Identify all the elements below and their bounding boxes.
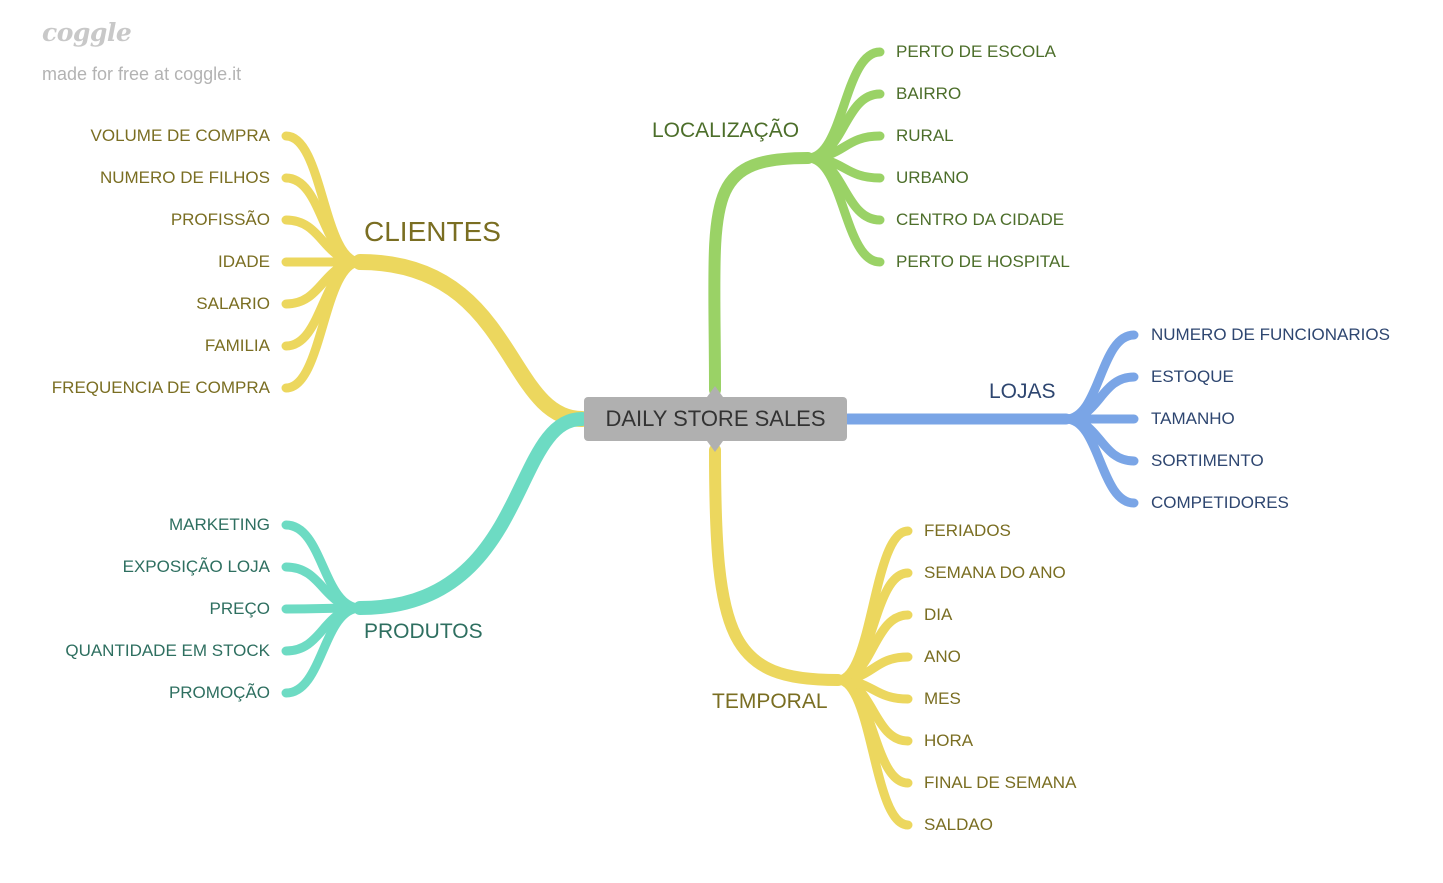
branch-label-clientes[interactable]: CLIENTES — [364, 216, 501, 247]
coggle-logo[interactable]: coggle — [42, 18, 132, 47]
produtos-leaf-item[interactable]: EXPOSIÇÃO LOJA — [122, 557, 270, 576]
produtos-leaf-item[interactable]: MARKETING — [168, 515, 270, 534]
branch-line-temporal — [709, 444, 844, 686]
branch-label-localizacao[interactable]: LOCALIZAÇÃO — [652, 119, 800, 142]
made-with-coggle-credit[interactable]: made for free at coggle.it — [42, 64, 242, 84]
branch-label-lojas[interactable]: LOJAS — [989, 380, 1056, 403]
localizacao-leaf-item[interactable]: CENTRO DA CIDADE — [896, 210, 1065, 229]
localizacao-leaf-item[interactable]: RURAL — [896, 126, 954, 145]
localizacao-leaf-item[interactable]: PERTO DE ESCOLA — [896, 42, 1056, 61]
clientes-leaf-item[interactable]: VOLUME DE COMPRA — [90, 126, 270, 145]
temporal-leaf-item[interactable]: HORA — [924, 731, 974, 750]
temporal-leaf-item[interactable]: SEMANA DO ANO — [924, 563, 1066, 582]
lojas-leaf-item[interactable]: ESTOQUE — [1151, 367, 1234, 386]
temporal-leaf-item[interactable]: SALDAO — [924, 815, 993, 834]
temporal-leaf-item[interactable]: DIA — [924, 605, 953, 624]
lojas-leaf-item[interactable]: TAMANHO — [1151, 409, 1235, 428]
temporal-leaf-item[interactable]: ANO — [924, 647, 961, 666]
lojas-leaf-line — [1061, 414, 1139, 508]
clientes-leaf-line — [281, 257, 365, 393]
produtos-leaf-item[interactable]: PROMOÇÃO — [168, 683, 270, 702]
clientes-leaf-item[interactable]: PROFISSÃO — [170, 210, 270, 229]
localizacao-leaf-item[interactable]: PERTO DE HOSPITAL — [896, 252, 1070, 271]
temporal-leaf-line — [833, 675, 913, 830]
produtos-leaf-item[interactable]: PREÇO — [209, 599, 270, 618]
branch-label-temporal[interactable]: TEMPORAL — [712, 690, 828, 713]
branch-line-localizacao — [708, 152, 814, 396]
lojas-leaf-item[interactable]: SORTIMENTO — [1151, 451, 1264, 470]
localizacao-leaf-item[interactable]: BAIRRO — [896, 84, 962, 103]
central-notch-bottom — [707, 441, 723, 452]
temporal-leaf-item[interactable]: MES — [924, 689, 961, 708]
produtos-leaf-line — [281, 603, 365, 698]
produtos-leaf-item[interactable]: QUANTIDADE EM STOCK — [65, 641, 270, 660]
temporal-leaf-item[interactable]: FINAL DE SEMANA — [924, 773, 1077, 792]
localizacao-leaf-item[interactable]: URBANO — [896, 168, 969, 187]
branch-line-clientes — [352, 254, 590, 427]
localizacao-leaf-line — [803, 153, 885, 267]
lojas-leaf-item[interactable]: COMPETIDORES — [1151, 493, 1289, 512]
branch-label-produtos[interactable]: PRODUTOS — [364, 620, 483, 643]
clientes-leaf-item[interactable]: SALARIO — [196, 294, 270, 313]
central-notch-top — [707, 386, 723, 397]
temporal-leaf-item[interactable]: FERIADOS — [924, 521, 1011, 540]
clientes-leaf-item[interactable]: FAMILIA — [204, 336, 270, 355]
central-node[interactable]: DAILY STORE SALES — [584, 397, 847, 441]
lojas-leaf-item[interactable]: NUMERO DE FUNCIONARIOS — [1151, 325, 1390, 344]
clientes-leaf-item[interactable]: IDADE — [218, 252, 270, 271]
clientes-leaf-item[interactable]: NUMERO DE FILHOS — [99, 168, 270, 187]
clientes-leaf-item[interactable]: FREQUENCIA DE COMPRA — [51, 378, 270, 397]
branch-line-produtos — [353, 412, 589, 615]
